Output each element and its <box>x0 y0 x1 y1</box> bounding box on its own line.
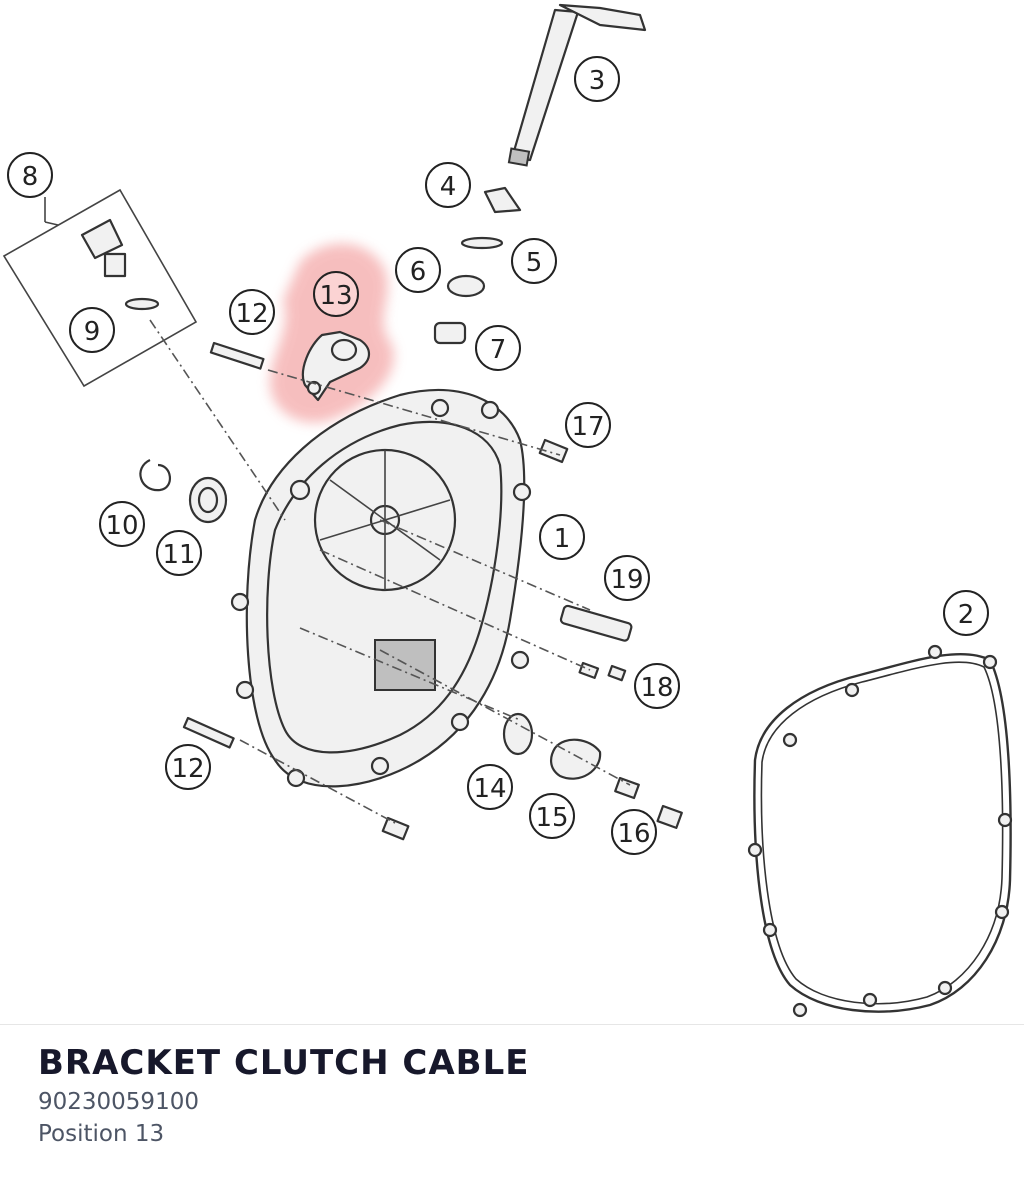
callout-15: 15 <box>529 793 575 839</box>
oil-plug-box <box>2 188 198 388</box>
caption-divider <box>0 1024 1024 1025</box>
callout-10: 10 <box>99 501 145 547</box>
svg-text:12: 12 <box>235 299 268 329</box>
clutch-cover <box>230 388 532 788</box>
callout-12a: 12 <box>229 289 275 335</box>
svg-text:18: 18 <box>640 673 673 703</box>
svg-text:11: 11 <box>162 540 195 570</box>
svg-text:15: 15 <box>535 803 568 833</box>
svg-text:9: 9 <box>84 317 101 347</box>
callouts: 1 2 3 4 5 6 7 8 9 10 11 12 12 13 14 15 1… <box>7 56 989 855</box>
part-caption: BRACKET CLUTCH CABLE 90230059100 Positio… <box>38 1040 529 1150</box>
svg-text:16: 16 <box>617 819 650 849</box>
callout-9: 9 <box>69 307 115 353</box>
svg-text:4: 4 <box>440 172 457 202</box>
callout-12b: 12 <box>165 744 211 790</box>
svg-text:3: 3 <box>589 66 606 96</box>
callout-14: 14 <box>467 764 513 810</box>
callout-11: 11 <box>156 530 202 576</box>
callout-4: 4 <box>425 162 471 208</box>
callout-2: 2 <box>943 590 989 636</box>
callout-19: 19 <box>604 555 650 601</box>
svg-text:8: 8 <box>22 162 39 192</box>
seal-and-cap <box>502 712 602 780</box>
centerlines <box>44 197 631 824</box>
bolts <box>182 341 683 841</box>
part-number: 90230059100 <box>38 1089 199 1115</box>
svg-text:12: 12 <box>171 754 204 784</box>
svg-text:10: 10 <box>105 511 138 541</box>
callout-16: 16 <box>611 809 657 855</box>
svg-text:19: 19 <box>610 565 643 595</box>
callout-7: 7 <box>475 325 521 371</box>
part-title: BRACKET CLUTCH CABLE <box>38 1043 530 1083</box>
callout-3: 3 <box>574 56 620 102</box>
callout-17: 17 <box>565 402 611 448</box>
callout-6: 6 <box>395 247 441 293</box>
svg-text:13: 13 <box>319 281 352 311</box>
svg-text:1: 1 <box>554 524 571 554</box>
callout-1: 1 <box>539 514 585 560</box>
svg-text:5: 5 <box>526 248 543 278</box>
release-shaft <box>507 3 647 167</box>
svg-text:6: 6 <box>410 257 427 287</box>
exploded-parts-diagram: 1 2 3 4 5 6 7 8 9 10 11 12 12 13 14 15 1… <box>2 3 1013 1018</box>
circlip-bearing <box>139 459 228 524</box>
callout-13: 13 <box>313 271 359 317</box>
callout-5: 5 <box>511 238 557 284</box>
svg-text:14: 14 <box>473 774 506 804</box>
gasket <box>747 644 1013 1018</box>
bracket-clutch-cable <box>301 330 371 402</box>
callout-8: 8 <box>7 152 53 198</box>
part-position: Position 13 <box>38 1121 165 1147</box>
svg-text:7: 7 <box>490 335 507 365</box>
svg-text:17: 17 <box>571 412 604 442</box>
callout-18: 18 <box>634 663 680 709</box>
small-parts <box>433 186 522 345</box>
svg-text:2: 2 <box>958 600 975 630</box>
